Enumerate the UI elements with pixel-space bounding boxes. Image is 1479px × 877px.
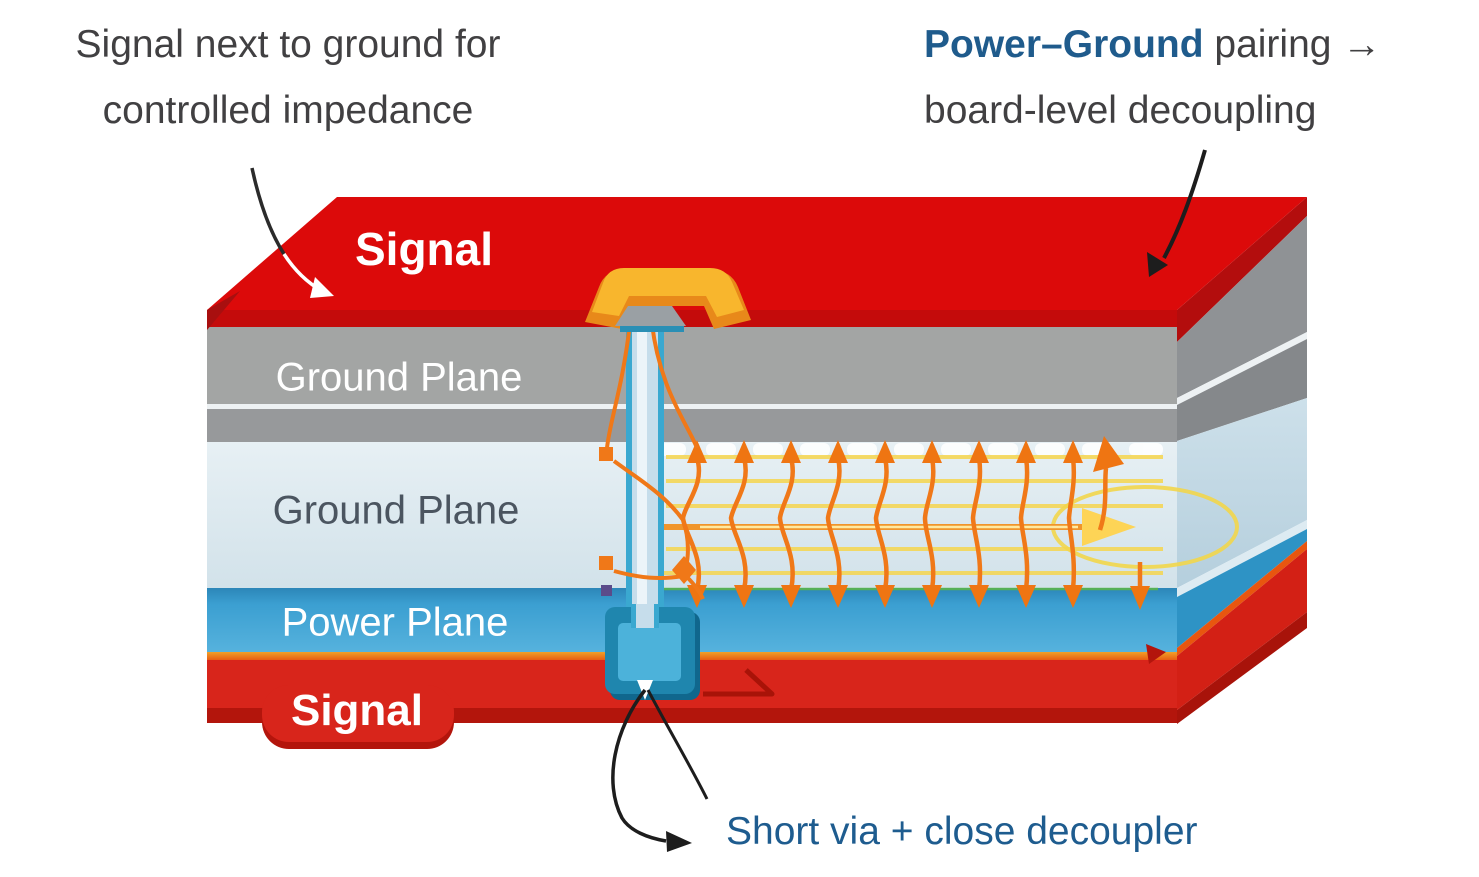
annotation-power-ground-highlight: Power–Ground — [924, 23, 1204, 66]
side-signal-bottom — [1177, 549, 1307, 710]
annotation-top-right-line2: board-level decoupling — [924, 89, 1317, 132]
front-ground-plane-1 — [207, 327, 1177, 404]
annotation-top-right: Power–Ground pairing → board-level decou… — [924, 12, 1381, 144]
via-pad — [615, 306, 686, 326]
side-ground-2 — [1177, 339, 1307, 441]
leader-arrow-bottom — [611, 688, 709, 852]
annotation-bottom: Short via + close decoupler — [726, 810, 1198, 853]
side-separator-line — [1177, 332, 1307, 405]
via-entry-edge-l — [631, 604, 636, 628]
top-left-bevel — [207, 291, 240, 330]
via-barrel-highlight — [637, 316, 647, 628]
front-separator-line — [207, 404, 1177, 409]
top-signal-face — [207, 197, 1307, 310]
leader-arrow-top-right — [1147, 149, 1207, 277]
board-side-face — [1177, 197, 1307, 724]
side-power-plane — [1177, 529, 1307, 648]
annotation-top-right-line1: Power–Ground pairing → — [924, 12, 1381, 78]
signal-tab — [262, 685, 454, 742]
via-entry-edge-r — [654, 604, 659, 628]
main-current-arrow — [660, 508, 1136, 546]
side-orange-line — [1177, 541, 1307, 656]
right-arrow-glyph: → — [1342, 23, 1382, 66]
field-arrowheads — [687, 436, 1150, 610]
side-dielectric — [1177, 398, 1307, 588]
bottom-trace-chevron — [703, 668, 775, 697]
front-dielectric — [207, 442, 1177, 588]
annotation-pairing-text: pairing — [1203, 23, 1343, 66]
node-marker-purple — [601, 585, 612, 596]
side-notch-arrow — [1146, 644, 1166, 664]
side-signal-top — [1177, 197, 1307, 342]
component-top — [592, 268, 744, 317]
via-pad-rim — [620, 326, 684, 332]
side-bottom-bevel — [1177, 612, 1307, 724]
annotation-top-left-line1: Signal next to ground for — [75, 23, 501, 66]
dielectric-slot-dashes — [660, 443, 1163, 456]
annotation-top-left-line2: controlled impedance — [102, 89, 474, 132]
via-field-curves — [605, 323, 705, 600]
smd-component — [585, 268, 751, 332]
decoupling-capacitor — [605, 604, 700, 700]
front-signal-top-strip — [207, 310, 1177, 327]
annotation-top-left: Signal next to ground for controlled imp… — [76, 12, 501, 144]
side-dielectric-line — [1177, 520, 1307, 597]
side-ground-1 — [1177, 216, 1307, 398]
board-top-face — [207, 197, 1307, 330]
via-field-nodes — [599, 447, 696, 584]
decoupler-inner — [618, 623, 681, 681]
leader-arrow-top-left — [250, 167, 334, 298]
